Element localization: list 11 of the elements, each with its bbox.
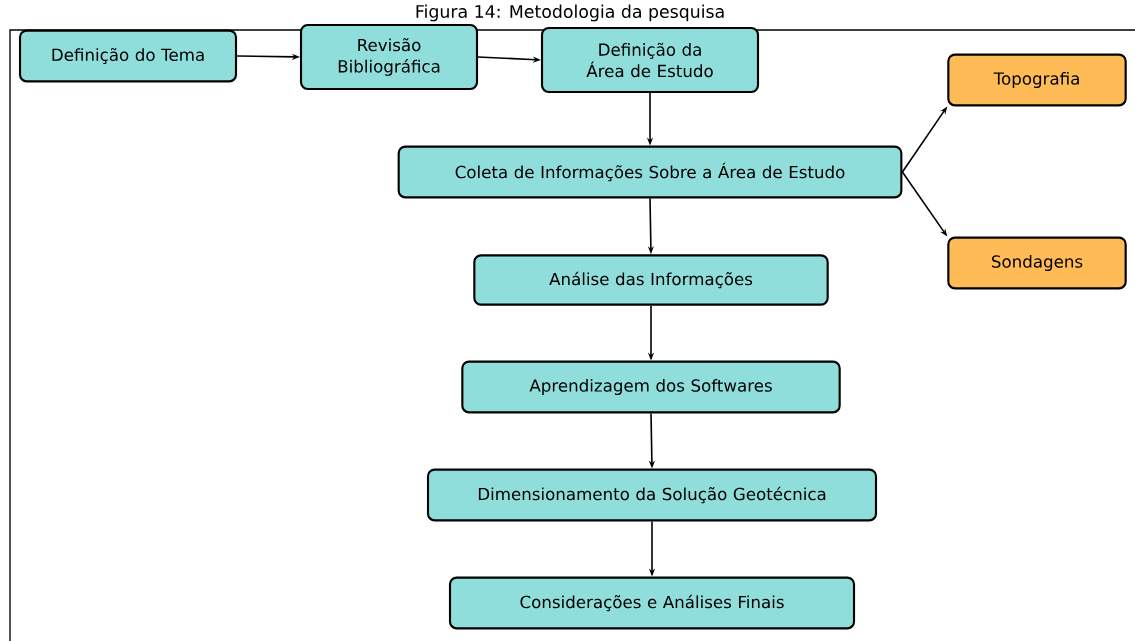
process-box: Definição do Tema — [18, 29, 238, 83]
process-box: Revisão Bibliográfica — [299, 23, 479, 91]
process-box: Sondagens — [947, 236, 1127, 290]
process-box: Definição da Área de Estudo — [540, 26, 760, 94]
process-box: Topografia — [947, 53, 1127, 107]
process-box: Dimensionamento da Solução Geotécnica — [426, 468, 878, 522]
process-box: Aprendizagem dos Softwares — [461, 360, 841, 414]
process-box: Considerações e Análises Finais — [448, 576, 856, 630]
process-box: Análise das Informações — [473, 254, 829, 306]
process-box: Coleta de Informações Sobre a Área de Estudo — [397, 145, 903, 199]
figure-title: Figura 14: Metodologia da pesquisa — [416, 4, 724, 22]
